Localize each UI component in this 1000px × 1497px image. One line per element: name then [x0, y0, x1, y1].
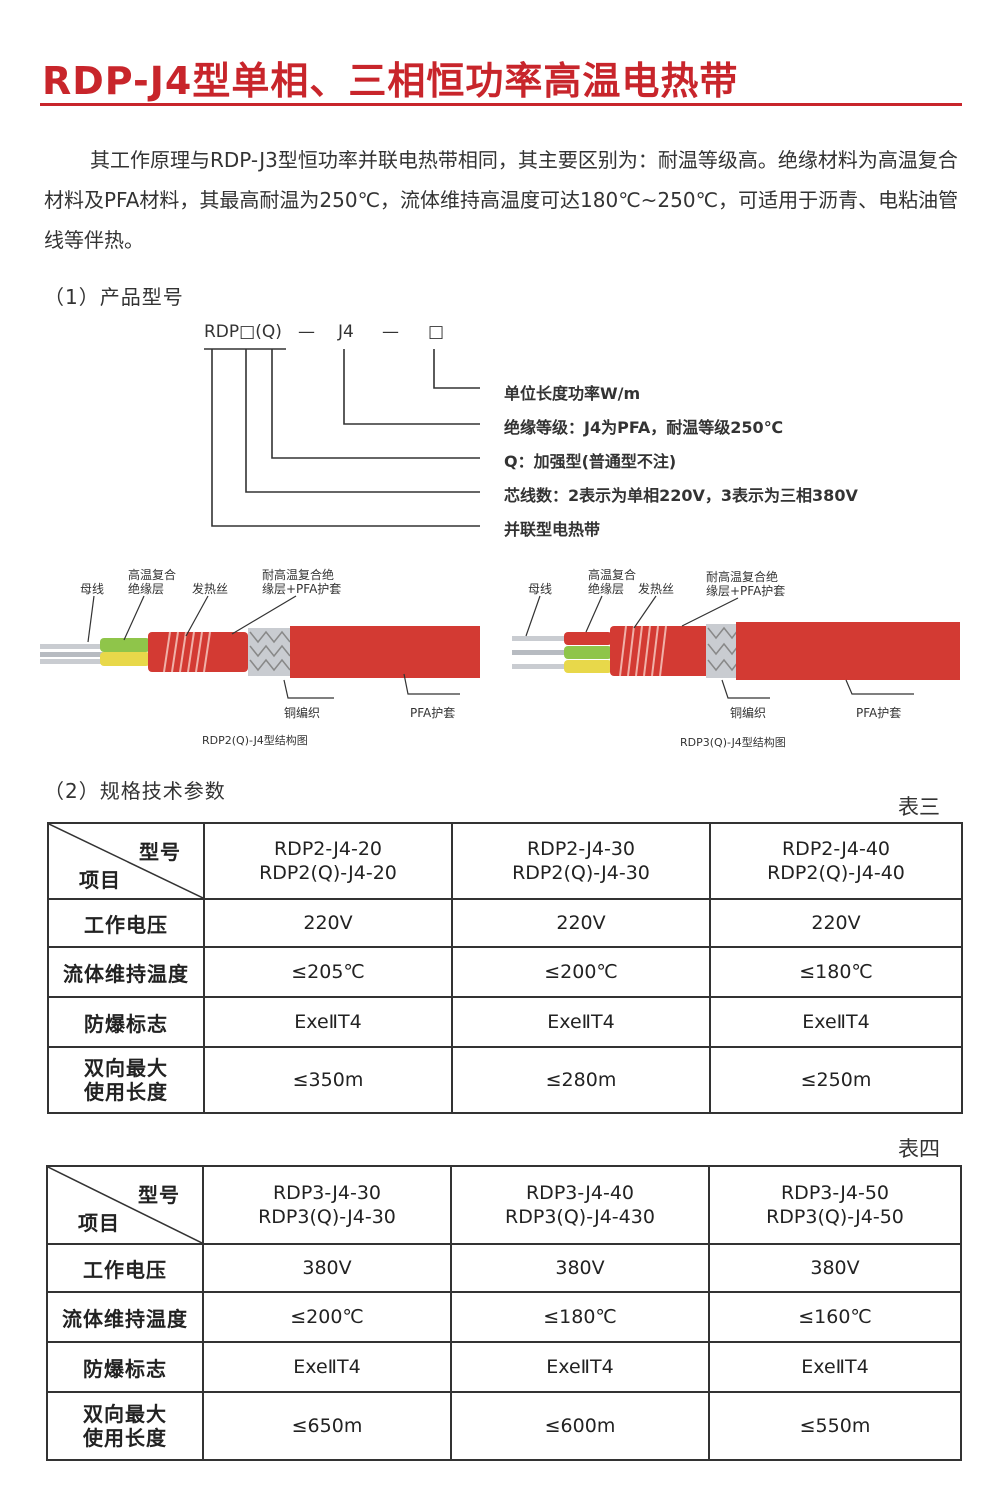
label-braid: 铜编织 [284, 706, 321, 720]
row-label: 双向最大使用长度 [46, 1391, 204, 1461]
model-desc-cores: 芯线数：2表示为单相220V，3表示为三相380V [504, 486, 858, 505]
table-row: 双向最大使用长度 ≤650m ≤600m ≤550m [46, 1391, 962, 1461]
table-cell: ≤600m [450, 1391, 710, 1461]
label-jacket-1: 耐高温复合绝 [706, 570, 779, 584]
label-bus: 母线 [528, 582, 553, 596]
corner-model-label: 型号 [139, 840, 181, 864]
label-jacket-2: 缘层+PFA护套 [706, 584, 786, 598]
table-row: 工作电压 220V 220V 220V [47, 898, 963, 948]
table-cell: 380V [202, 1243, 452, 1293]
table-cell: 380V [708, 1243, 962, 1293]
corner-item-label: 项目 [79, 868, 121, 892]
corner-item-label: 项目 [78, 1211, 120, 1235]
table-cell: ≤650m [202, 1391, 452, 1461]
table-cell: ≤200℃ [202, 1291, 452, 1343]
table-row: 双向最大使用长度 ≤350m ≤280m ≤250m [47, 1046, 963, 1114]
model-code-diagram: RDP□(Q) — J4 — □ 单位长度功率W/m 绝缘等级：J4为PFA，耐… [200, 322, 920, 542]
section-heading-model: （1）产品型号 [44, 285, 184, 309]
label-insul-2: 绝缘层 [588, 582, 625, 596]
table-cell: ≤205℃ [203, 946, 453, 998]
table-cell: ≤280m [451, 1046, 711, 1114]
row-label: 工作电压 [47, 898, 205, 948]
table-cell: ExeⅡT4 [451, 996, 711, 1048]
table-cell: ≤180℃ [709, 946, 963, 998]
label-bus: 母线 [80, 582, 105, 596]
table-cell: ExeⅡT4 [202, 1341, 452, 1393]
table-cell: ≤180℃ [450, 1291, 710, 1343]
model-code-part3: □ [428, 322, 445, 342]
corner-diagonal [48, 1167, 202, 1243]
table3-name: 表三 [898, 795, 940, 819]
table-cell: ≤160℃ [708, 1291, 962, 1343]
corner-model-label: 型号 [138, 1183, 180, 1207]
model-desc-power: 单位长度功率W/m [504, 384, 641, 403]
model-desc-reinforced: Q：加强型(普通型不注) [504, 452, 677, 471]
caption-rdp2: RDP2(Q)-J4型结构图 [202, 734, 308, 747]
label-pfa: PFA护套 [410, 706, 456, 720]
model-desc-insulation: 绝缘等级：J4为PFA，耐温等级250℃ [504, 418, 784, 437]
label-heater: 发热丝 [192, 582, 229, 596]
title-divider [40, 103, 962, 106]
table-cell: 380V [450, 1243, 710, 1293]
table-corner-header: 型号 项目 [46, 1165, 204, 1245]
corner-diagonal [49, 824, 203, 898]
model-code-part2: J4 [338, 322, 354, 342]
table-cell: ≤350m [203, 1046, 453, 1114]
label-jacket-2: 缘层+PFA护套 [262, 582, 342, 596]
intro-paragraph: 其工作原理与RDP-J3型恒功率并联电热带相同，其主要区别为：耐温等级高。绝缘材… [44, 148, 959, 252]
label-braid: 铜编织 [730, 706, 767, 720]
table-row: 防爆标志 ExeⅡT4 ExeⅡT4 ExeⅡT4 [46, 1341, 962, 1393]
row-label: 工作电压 [46, 1243, 204, 1293]
row-label: 流体维持温度 [46, 1291, 204, 1343]
model-code-leader-lines [204, 348, 480, 527]
label-insul-1: 高温复合 [588, 568, 637, 582]
model-code-part1: RDP□(Q) [204, 322, 282, 342]
row-label: 流体维持温度 [47, 946, 205, 998]
label-heater: 发热丝 [638, 582, 675, 596]
table-cell: 220V [709, 898, 963, 948]
section-heading-spec: （2）规格技术参数 [44, 779, 226, 803]
table-cell: ≤550m [708, 1391, 962, 1461]
row-label: 双向最大使用长度 [47, 1046, 205, 1114]
table-row: 防爆标志 ExeⅡT4 ExeⅡT4 ExeⅡT4 [47, 996, 963, 1048]
page-title: RDP-J4型单相、三相恒功率高温电热带 [42, 59, 739, 103]
caption-rdp3: RDP3(Q)-J4型结构图 [680, 736, 786, 749]
row-label: 防爆标志 [47, 996, 205, 1048]
model-desc-parallel: 并联型电热带 [504, 520, 601, 539]
table-cell: 220V [451, 898, 711, 948]
cable-structure-rdp2: 母线 高温复合 绝缘层 发热丝 耐高温复合绝 缘层+PFA护套 [36, 562, 496, 762]
table-cell: ≤200℃ [451, 946, 711, 998]
table-corner-header: 型号 项目 [47, 822, 205, 900]
label-insul-1: 高温复合 [128, 568, 177, 582]
table-cell: ExeⅡT4 [709, 996, 963, 1048]
row-label: 防爆标志 [46, 1341, 204, 1393]
table-cell: ≤250m [709, 1046, 963, 1114]
table4-name: 表四 [898, 1137, 940, 1161]
table-cell: 220V [203, 898, 453, 948]
table-row: 流体维持温度 ≤205℃ ≤200℃ ≤180℃ [47, 946, 963, 998]
label-pfa: PFA护套 [856, 706, 902, 720]
table-row: 工作电压 380V 380V 380V [46, 1243, 962, 1293]
model-code-dash2: — [382, 322, 399, 342]
table-cell: ExeⅡT4 [708, 1341, 962, 1393]
cable-structure-rdp3: 母线 高温复合 绝缘层 发热丝 耐高温复合绝 缘层+PFA护套 [506, 562, 966, 762]
table-cell: ExeⅡT4 [203, 996, 453, 1048]
label-insul-2: 绝缘层 [128, 582, 165, 596]
table-cell: ExeⅡT4 [450, 1341, 710, 1393]
cable-drawing-rdp3 [512, 595, 960, 699]
label-jacket-1: 耐高温复合绝 [262, 568, 335, 582]
table-row: 流体维持温度 ≤200℃ ≤180℃ ≤160℃ [46, 1291, 962, 1343]
cable-drawing-rdp2 [40, 595, 480, 699]
model-code-dash1: — [298, 322, 315, 342]
